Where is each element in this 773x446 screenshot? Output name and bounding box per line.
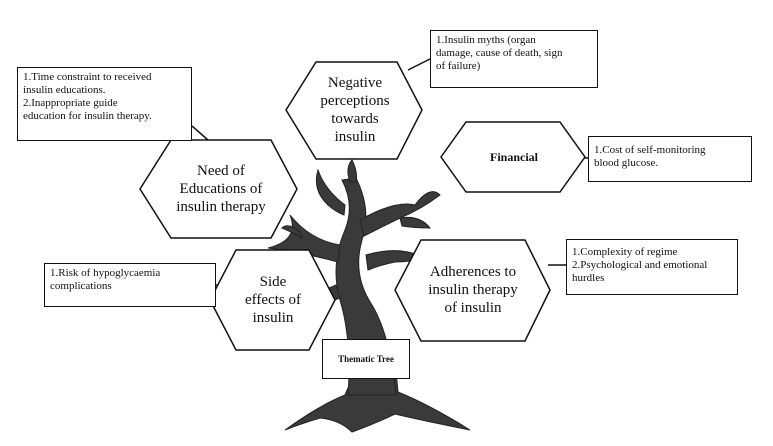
note-side-effects-line-2: complications	[50, 280, 112, 292]
theme-education-line-1: Need of	[197, 163, 245, 179]
note-financial: 1.Cost of self-monitoring blood glucose.	[588, 136, 752, 182]
tree-branch-mid-right	[365, 250, 427, 271]
note-education-line-3: 2.Inappropriate guide	[23, 97, 118, 109]
theme-side-effects-line-2: effects of	[245, 292, 301, 308]
connector-education	[191, 125, 209, 141]
tree-twig-left	[281, 225, 303, 240]
note-side-effects-line-1: 1.Risk of hypoglycaemia	[50, 267, 161, 279]
theme-adherence-line-3: of insulin	[444, 300, 502, 316]
connector-negative	[407, 57, 433, 71]
theme-financial-label: Financial	[448, 124, 580, 190]
note-negative-line-2: damage, cause of death, sign	[436, 47, 563, 59]
theme-negative-line-4: insulin	[334, 129, 376, 145]
theme-adherence-label: Adherences to insulin therapy of insulin	[402, 242, 544, 338]
hexagon-financial	[440, 121, 586, 193]
theme-side-effects-line-3: insulin	[252, 310, 294, 326]
theme-education-label: Need of Educations of insulin therapy	[148, 142, 294, 236]
tree-branch-right	[359, 191, 441, 237]
tree-branch-upper-left	[315, 168, 346, 216]
theme-negative-line-3: towards	[331, 111, 379, 127]
theme-education-line-3: insulin therapy	[176, 199, 266, 215]
note-adherence-line-3: hurdles	[572, 272, 605, 284]
theme-negative-label: Negative perceptions towards insulin	[290, 64, 420, 156]
note-negative: 1.Insulin myths (organ damage, cause of …	[430, 30, 598, 88]
theme-education-line-2: Educations of	[179, 181, 263, 197]
theme-adherence-line-2: insulin therapy	[428, 282, 518, 298]
tree-branch-top	[347, 159, 357, 183]
note-adherence-line-1: 1.Complexity of regime	[572, 246, 678, 258]
tree-branch-far-right	[399, 217, 432, 229]
note-education: 1.Time constraint to received insulin ed…	[17, 67, 192, 141]
theme-negative-line-2: perceptions	[320, 93, 390, 109]
note-negative-line-1: 1.Insulin myths (organ	[436, 34, 536, 46]
note-financial-line-1: 1.Cost of self-monitoring	[594, 144, 706, 156]
note-education-line-2: insulin educations.	[23, 84, 106, 96]
theme-negative-line-1: Negative	[327, 75, 383, 91]
note-adherence-line-2: 2.Psychological and emotional	[572, 259, 708, 271]
hexagons	[139, 61, 586, 351]
note-side-effects: 1.Risk of hypoglycaemia complications	[44, 263, 216, 307]
hexagon-negative	[285, 61, 423, 160]
theme-side-effects-line-1: Side	[259, 274, 287, 290]
theme-side-effects-label: Side effects of insulin	[216, 252, 330, 348]
theme-adherence-line-1: Adherences to	[429, 264, 517, 280]
tree-roots	[284, 359, 471, 433]
note-education-line-1: 1.Time constraint to received	[23, 71, 152, 83]
theme-financial-line-1: Financial	[489, 150, 538, 164]
thematic-tree-label: Thematic Tree	[322, 339, 410, 379]
note-negative-line-3: of failure)	[436, 60, 481, 72]
hexagon-education	[139, 139, 298, 239]
note-financial-line-2: blood glucose.	[594, 157, 659, 169]
hexagon-adherence	[394, 239, 551, 342]
note-education-line-4: education for insulin therapy.	[23, 110, 152, 122]
note-adherence: 1.Complexity of regime 2.Psychological a…	[566, 239, 738, 295]
